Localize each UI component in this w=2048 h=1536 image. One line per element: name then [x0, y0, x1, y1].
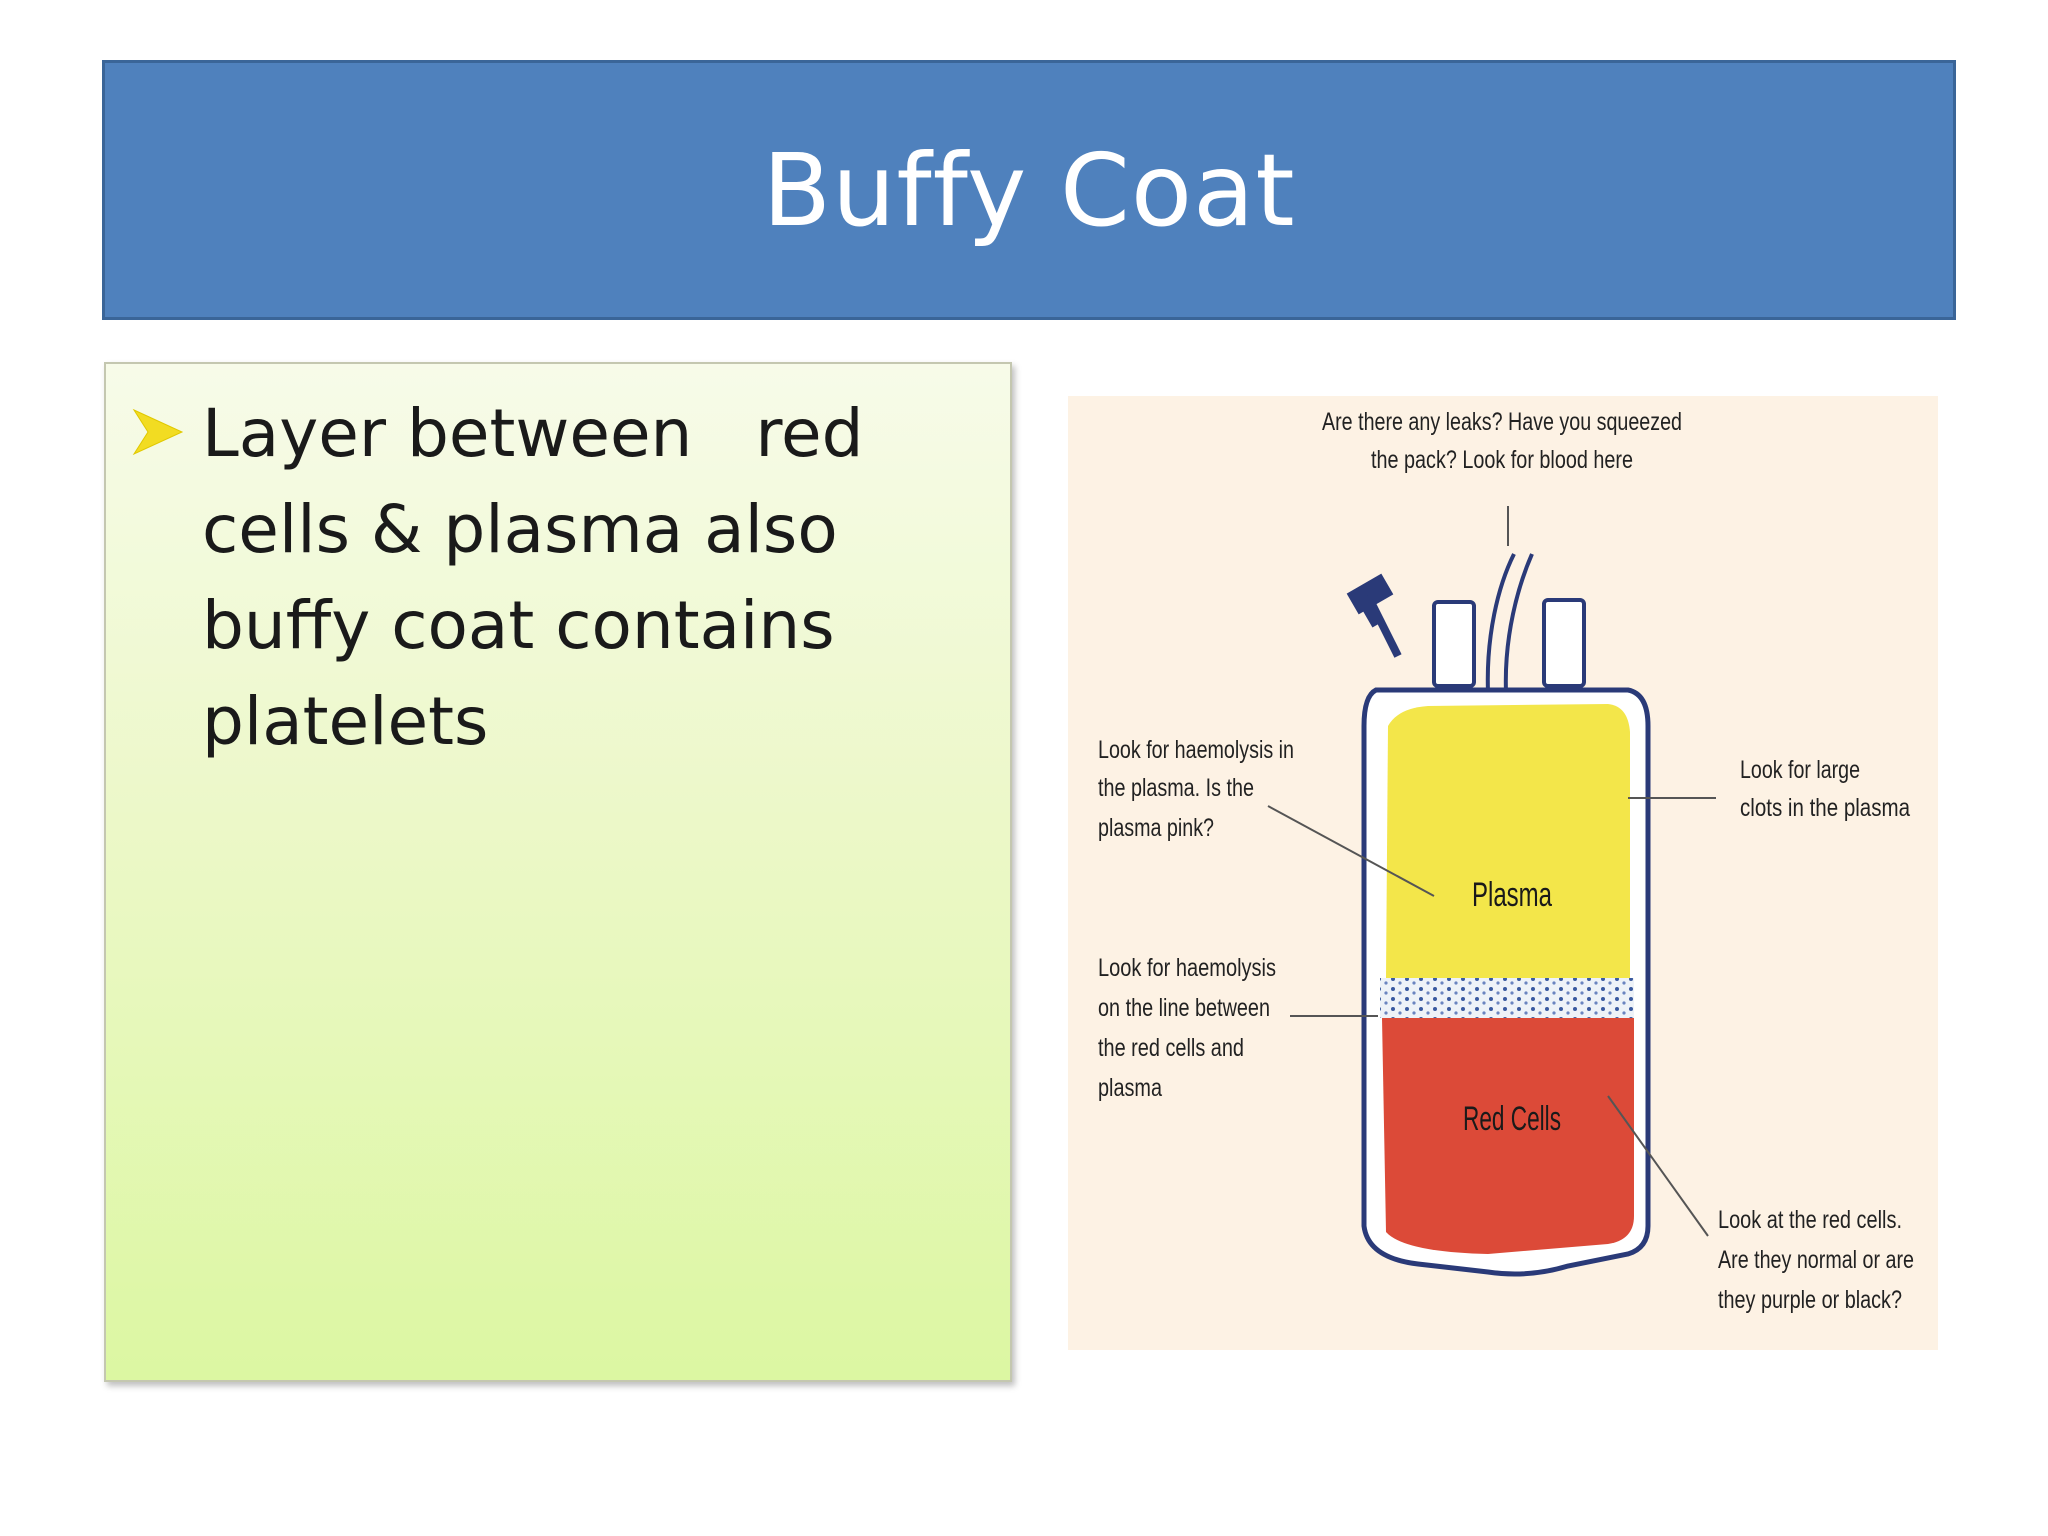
arrowhead-bullet-icon [132, 386, 202, 770]
svg-text:Are they normal or are: Are they normal or are [1718, 1246, 1914, 1274]
leader-lines [1267, 506, 1716, 1237]
svg-text:on the line between: on the line between [1098, 994, 1270, 1022]
svg-text:the plasma. Is the: the plasma. Is the [1098, 774, 1254, 802]
callout-top: Are there any leaks? Have you squeezed [1322, 408, 1682, 436]
red-cells-label: Red Cells [1463, 1100, 1561, 1138]
svg-text:plasma pink?: plasma pink? [1098, 814, 1214, 842]
slide-title: Buffy Coat [762, 131, 1296, 249]
callout-left-plasma: Look for haemolysis in [1098, 736, 1294, 764]
svg-text:the red cells and: the red cells and [1098, 1034, 1244, 1062]
bullet-text: Layer between red cells & plasma also bu… [202, 395, 885, 760]
plasma-layer [1386, 704, 1630, 978]
clamp-icon [1346, 573, 1394, 628]
svg-text:clots in the plasma: clots in the plasma [1740, 794, 1910, 822]
bag-ports [1364, 553, 1586, 693]
red-cells-layer [1382, 1018, 1634, 1254]
title-bar: Buffy Coat [102, 60, 1956, 320]
callout-right-plasma: Look for large [1740, 756, 1860, 784]
buffy-coat-layer [1380, 978, 1634, 1018]
blood-bag-svg: Are there any leaks? Have you squeezed t… [1098, 408, 1914, 1314]
bullet-item: Layer between red cells & plasma also bu… [132, 386, 990, 770]
blood-bag-diagram: Are there any leaks? Have you squeezed t… [1068, 396, 1938, 1350]
plasma-label: Plasma [1472, 876, 1552, 914]
callout-bottom-right: Look at the red cells. [1718, 1206, 1902, 1234]
svg-text:plasma: plasma [1098, 1074, 1162, 1102]
svg-text:they purple or black?: they purple or black? [1718, 1286, 1902, 1314]
bullet-content-box: Layer between red cells & plasma also bu… [104, 362, 1012, 1382]
svg-text:the pack? Look for blood here: the pack? Look for blood here [1371, 446, 1633, 474]
callout-left-line: Look for haemolysis [1098, 954, 1276, 982]
